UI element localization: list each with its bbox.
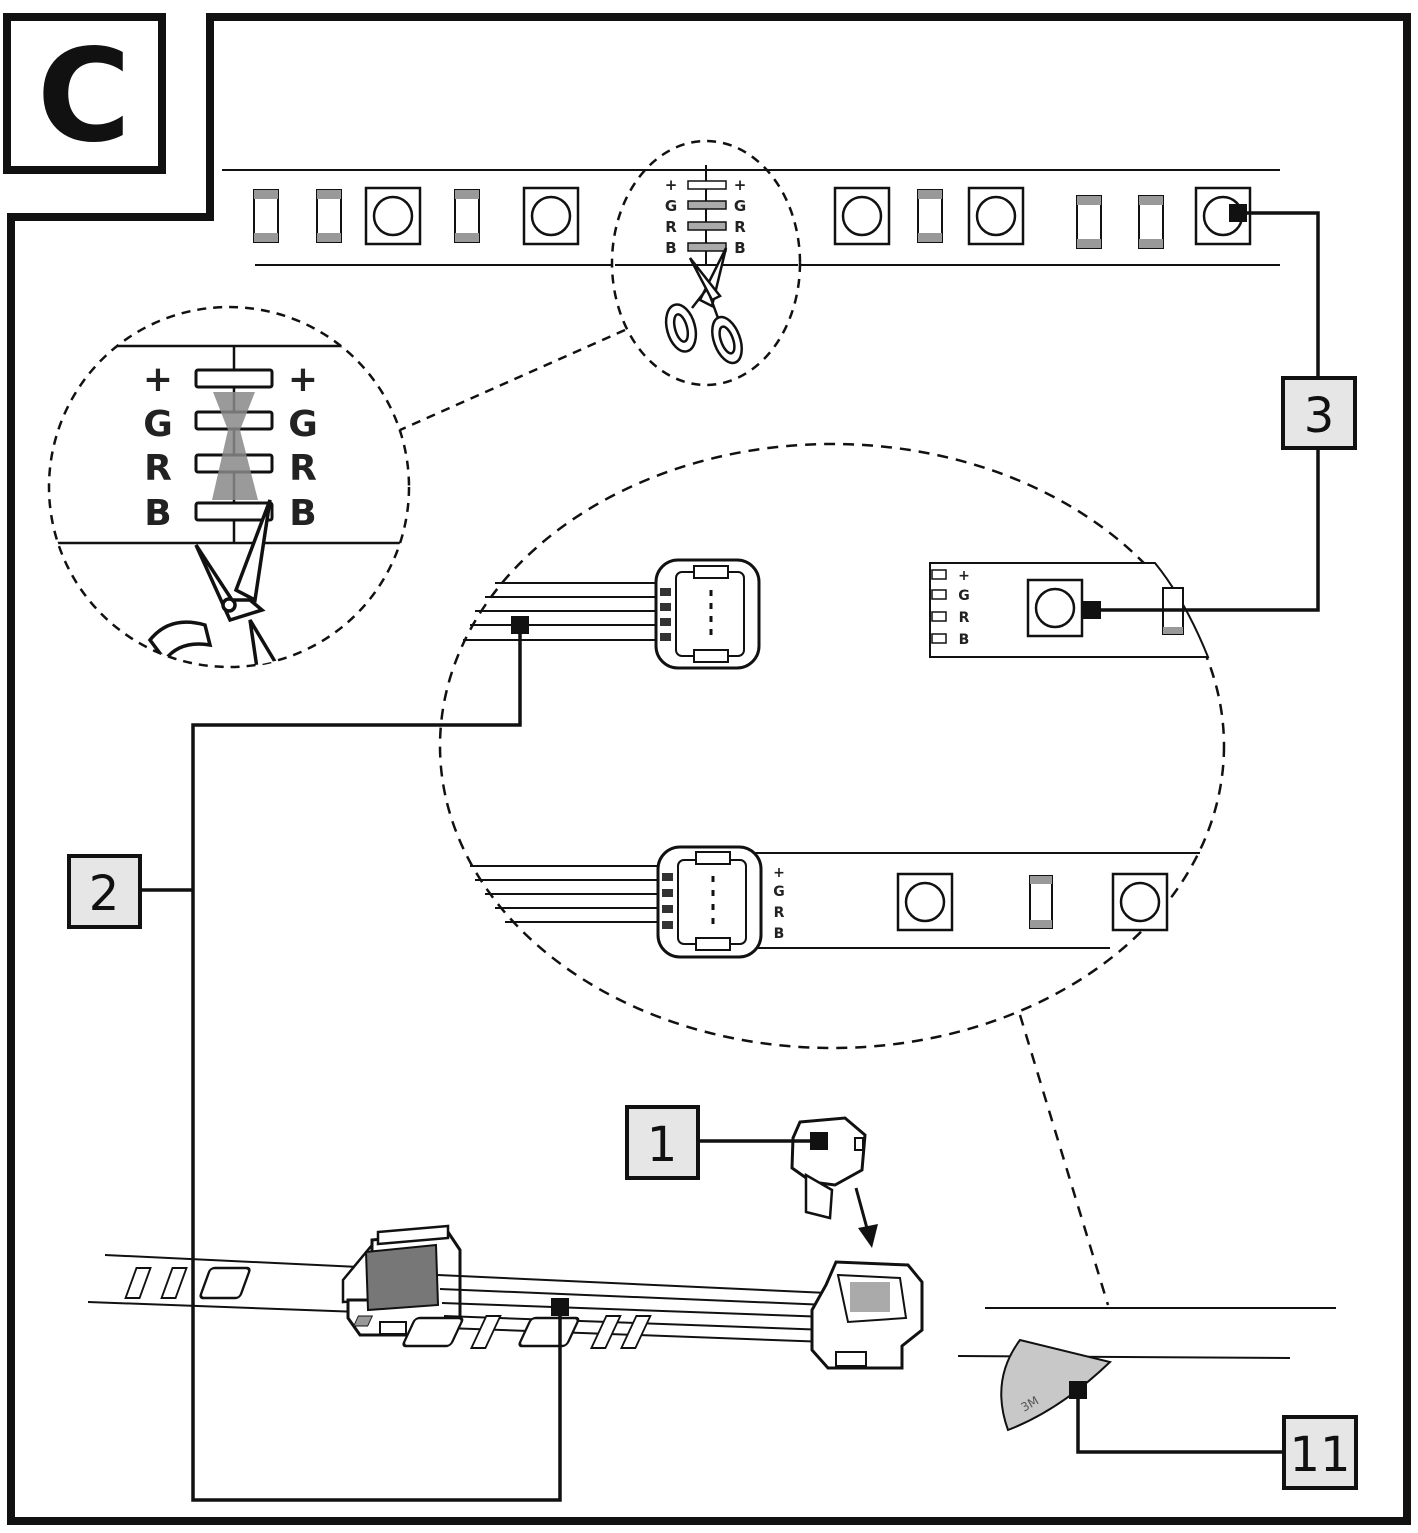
wire-bundle-upper <box>463 582 665 641</box>
cut-point-zoom-view: + G R B + G R B <box>47 305 411 669</box>
scissors-icon <box>664 247 743 365</box>
callout-3-label: 3 <box>1304 388 1335 444</box>
resistor <box>316 189 342 243</box>
strip-end-segment: + G R B <box>929 562 1210 658</box>
connector-clip-right <box>810 1260 924 1370</box>
pad-label-g: G <box>288 404 318 445</box>
pad-label-plus: + <box>143 359 173 400</box>
pad-label-g: G <box>665 197 677 215</box>
led-chip <box>522 186 580 246</box>
callout-2-label: 2 <box>89 866 120 922</box>
pad-label-b: B <box>734 239 745 257</box>
zoom-connector-line <box>399 328 626 432</box>
pad-label-g: G <box>958 588 970 604</box>
top-led-strip <box>222 169 1280 266</box>
callout-1-label: 1 <box>647 1117 678 1173</box>
led-chip <box>833 186 891 246</box>
bottom-assembly <box>87 1116 924 1370</box>
leader-lines <box>140 211 1320 1502</box>
pad-label-g: G <box>734 197 746 215</box>
connector-clip-upper <box>654 558 761 670</box>
resistor <box>917 189 943 243</box>
pad-label-plus: + <box>288 359 318 400</box>
resistor <box>454 189 480 243</box>
wire-bundle-lower <box>470 865 665 923</box>
pad-label-r: R <box>959 610 970 626</box>
led-chip <box>896 872 954 932</box>
led-chip <box>364 186 422 246</box>
pad-label-plus: + <box>665 176 678 194</box>
connector-clip-left <box>341 1224 462 1337</box>
connector-clip-lower <box>656 845 763 959</box>
callout-11-label: 11 <box>1289 1427 1350 1483</box>
callout-3: 3 <box>1281 376 1357 450</box>
pad-label-g: G <box>143 404 173 445</box>
strip-segment-lower: + G R B <box>740 852 1200 949</box>
pad-label-b: B <box>289 493 316 534</box>
pad-label-b: B <box>144 493 171 534</box>
led-chip <box>967 186 1025 246</box>
zoom-connector-line <box>1018 1014 1110 1306</box>
resistor <box>1138 195 1164 249</box>
scissors-icon <box>147 499 283 667</box>
panel-letter-box <box>3 13 166 174</box>
insert-arrow-icon <box>854 1187 878 1248</box>
pad-label-plus: + <box>773 865 785 881</box>
led-chip <box>1026 578 1084 638</box>
diagram-frame <box>7 13 1411 1525</box>
bottom-strip-left <box>87 1254 381 1313</box>
pad-label-r: R <box>289 448 317 489</box>
resistor <box>253 189 279 243</box>
leader-markers <box>511 204 1247 1399</box>
connector-zoom-view: + G R B + G R B <box>438 442 1226 1050</box>
pad-label-plus: + <box>958 568 970 584</box>
pad-label-r: R <box>144 448 172 489</box>
resistor <box>1029 875 1053 929</box>
panel-letter: C <box>37 22 131 171</box>
pad-label-g: G <box>773 884 785 900</box>
led-chip <box>1111 872 1169 932</box>
pad-label-b: B <box>665 239 676 257</box>
callout-2: 2 <box>67 854 142 929</box>
pad-label-b: B <box>959 632 970 648</box>
adhesive-tape-detail: 3M <box>352 1307 1336 1432</box>
callout-11: 11 <box>1282 1415 1358 1490</box>
connector-lid <box>790 1116 867 1220</box>
pad-label-r: R <box>734 218 746 236</box>
cut-point-small-view: + G R B + G R B <box>610 139 802 387</box>
callout-1: 1 <box>625 1105 700 1180</box>
resistor <box>1076 195 1102 249</box>
pad-label-r: R <box>774 905 785 921</box>
pad-label-r: R <box>665 218 677 236</box>
pad-label-b: B <box>774 926 785 942</box>
pad-label-plus: + <box>734 176 747 194</box>
